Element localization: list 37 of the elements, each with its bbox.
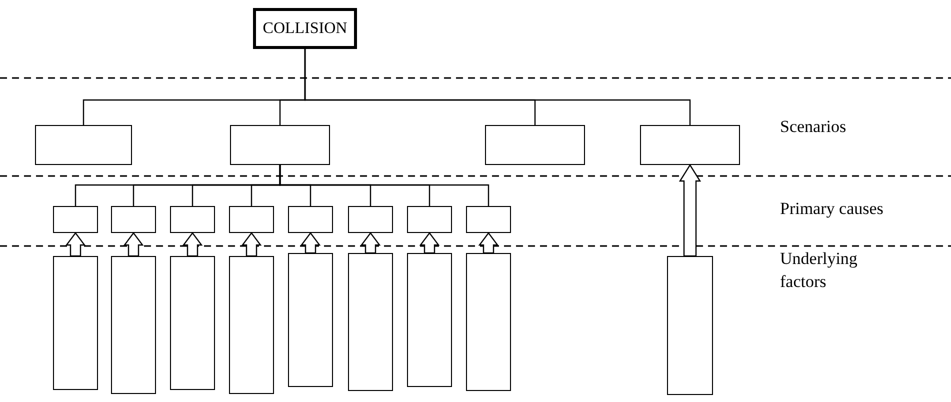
level-label: Primary causes <box>780 198 884 220</box>
block-arrow <box>419 232 440 254</box>
block-arrow <box>300 232 321 254</box>
empty-box <box>35 125 132 165</box>
level-label: Scenarios <box>780 116 848 138</box>
empty-box <box>111 256 156 394</box>
block-arrow <box>182 232 203 257</box>
block-arrow <box>123 232 144 257</box>
empty-box <box>288 206 333 233</box>
connector-line <box>304 49 691 125</box>
empty-box <box>667 256 713 395</box>
empty-box <box>229 256 274 394</box>
empty-box <box>485 125 585 165</box>
empty-box <box>111 206 156 233</box>
block-arrow <box>478 232 499 254</box>
top-event-box <box>253 8 357 49</box>
empty-box <box>466 206 511 233</box>
empty-box <box>407 206 452 233</box>
empty-box <box>640 125 740 165</box>
block-arrow <box>360 232 381 254</box>
block-arrow <box>65 232 86 257</box>
empty-box <box>288 253 333 387</box>
empty-box <box>53 206 98 233</box>
empty-box <box>348 206 393 233</box>
block-arrow <box>241 232 262 257</box>
empty-box <box>170 206 215 233</box>
empty-box <box>53 256 98 390</box>
block-arrow <box>678 164 702 257</box>
empty-box <box>230 125 330 165</box>
level-label: Underlying factors <box>780 248 858 293</box>
empty-box <box>170 256 215 390</box>
empty-box <box>229 206 274 233</box>
empty-box <box>407 253 452 387</box>
empty-box <box>348 253 393 391</box>
node-text: COLLISION <box>262 18 348 38</box>
connector-line <box>279 165 490 206</box>
empty-box <box>466 253 511 391</box>
